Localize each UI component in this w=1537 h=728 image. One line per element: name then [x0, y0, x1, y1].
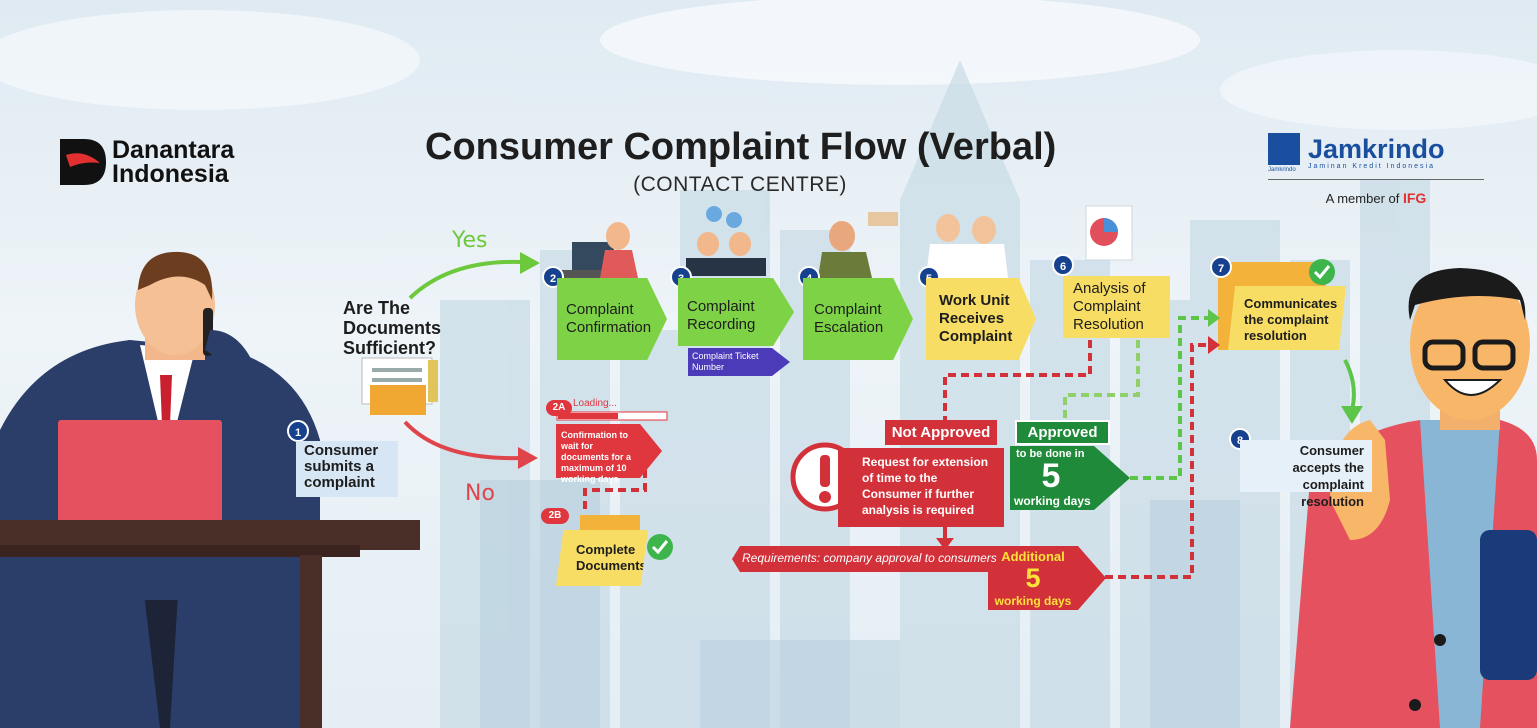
step-4-chevron: Complaint Escalation: [803, 278, 913, 360]
brand-divider: [1268, 179, 1484, 180]
member-line: A member of IFG: [1268, 190, 1484, 206]
step-1-badge: 1: [287, 420, 309, 442]
staff-illustrations: [560, 205, 1133, 278]
page-subtitle: (CONTACT CENTRE): [633, 173, 847, 196]
step-5-chevron: Work Unit Receives Complaint: [926, 278, 1036, 360]
check-icon: [647, 534, 673, 560]
documents-folder-illustration: [361, 357, 438, 415]
approved-label: Approved: [1015, 420, 1110, 445]
step-1-label: Consumer submits a complaint: [296, 441, 398, 497]
step-2-chevron: Complaint Confirmation: [557, 278, 667, 360]
additional-days: 5: [1025, 563, 1041, 593]
flow-connectors: [403, 252, 1363, 579]
step-6-badge: 6: [1052, 254, 1074, 276]
consumer-thumbs-up-illustration: [1290, 268, 1537, 728]
consumer-on-phone-illustration: [0, 251, 420, 728]
step-2b-label: Complete Documents: [556, 530, 648, 586]
step-7-label: Communicates the complaint resolution: [1228, 286, 1346, 350]
additional-label: Additional: [1001, 549, 1065, 564]
approved-pre: to be done in: [1016, 448, 1085, 460]
no-label: No: [465, 481, 495, 506]
brand-left-line2: Indonesia: [112, 160, 229, 188]
step-6-box: Analysis of Complaint Resolution: [1063, 276, 1170, 338]
step-3-chevron: Complaint Recording: [678, 278, 794, 346]
step-6-label: Analysis of Complaint Resolution: [1073, 280, 1146, 333]
step-2-label: Complaint Confirmation: [566, 301, 652, 336]
step-2a-arrow: [556, 424, 662, 478]
member-brand: IFG: [1402, 190, 1427, 206]
extension-request-text: Request for extension of time to the Con…: [838, 448, 1004, 527]
jamkrindo-mark-icon: [1268, 133, 1300, 165]
step-3-label: Complaint Recording: [687, 298, 756, 333]
jamkrindo-logo: Jamkrindo Jaminan Kredit Indonesia Jamkr…: [1268, 133, 1484, 206]
ticket-shape: [688, 348, 790, 376]
step-8-label: Consumer accepts the complaint resolutio…: [1240, 440, 1372, 509]
decision-question: Are The Documents Sufficient?: [343, 298, 442, 358]
brand-right-small: Jamkrindo: [1268, 167, 1296, 173]
loading-text: Loading...: [573, 398, 617, 409]
yes-label: Yes: [452, 228, 488, 253]
brand-right-tagline: Jaminan Kredit Indonesia: [1308, 163, 1435, 170]
requirements-text: Requirements: company approval to consum…: [742, 551, 997, 565]
requirements-bar: [732, 546, 1000, 572]
approved-arrow: [1010, 446, 1130, 510]
step-2b-badge: 2B: [541, 508, 569, 524]
danantara-logo: Danantara Indonesia: [60, 136, 235, 188]
ticket-label: Complaint Ticket Number: [692, 351, 759, 372]
not-approved-label: Not Approved: [885, 420, 997, 445]
member-prefix: A member of: [1325, 191, 1400, 206]
approved-unit: working days: [1014, 494, 1091, 508]
page-title: Consumer Complaint Flow (Verbal): [425, 126, 1057, 168]
brand-left-line1: Danantara: [112, 136, 235, 164]
step-5-label: Work Unit Receives Complaint: [939, 292, 1013, 345]
step-2a-badge: 2A: [546, 400, 572, 416]
additional-unit: working days: [994, 594, 1072, 608]
step-2a-label: Confirmation to wait for documents for a…: [561, 430, 632, 484]
step-7-badge: 7: [1210, 256, 1232, 278]
step-4-label: Complaint Escalation: [814, 301, 884, 336]
approved-days: 5: [1041, 457, 1061, 495]
additional-arrow: [988, 546, 1106, 610]
danantara-mark-icon: [60, 139, 106, 185]
check-icon: [1309, 259, 1335, 285]
brand-right-name: Jamkrindo: [1308, 133, 1445, 164]
